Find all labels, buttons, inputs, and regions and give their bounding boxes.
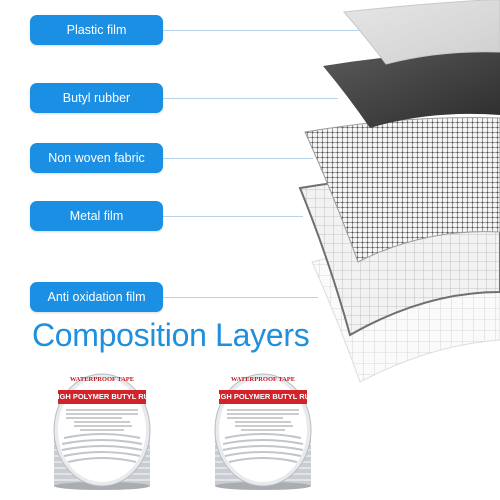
- leader-line-metal-film: [163, 216, 303, 217]
- leader-line-anti-oxidation-film: [163, 297, 318, 298]
- leader-line-plastic-film: [163, 30, 375, 31]
- plastic-film-layer: [342, 0, 500, 65]
- product-label-waterproof-tape: WATERPROOF TAPE: [230, 376, 296, 383]
- page-title: Composition Layers: [32, 317, 310, 353]
- product-label-waterproof-tape: WATERPROOF TAPE: [69, 376, 135, 383]
- tape-roll-left: WATERPROOF TAPE HIGH POLYMER BUTYL RUBBE…: [52, 370, 171, 490]
- label-plastic-film: Plastic film: [30, 15, 163, 45]
- label-non-woven-fabric: Non woven fabric: [30, 143, 163, 173]
- leader-line-non-woven-fabric: [163, 158, 313, 159]
- leader-line-butyl-rubber: [163, 98, 338, 99]
- product-label-high-polymer: HIGH POLYMER BUTYL RUBBER: [213, 392, 332, 401]
- product-label-high-polymer: HIGH POLYMER BUTYL RUBBER: [52, 392, 171, 401]
- label-anti-oxidation-film: Anti oxidation film: [30, 282, 163, 312]
- tape-roll-right: WATERPROOF TAPE HIGH POLYMER BUTYL RUBBE…: [213, 370, 332, 490]
- butyl-rubber-layer: [323, 50, 500, 128]
- label-butyl-rubber: Butyl rubber: [30, 83, 163, 113]
- label-metal-film: Metal film: [30, 201, 163, 231]
- tape-roll-icon: [53, 373, 151, 490]
- tape-roll-icon: [214, 373, 312, 490]
